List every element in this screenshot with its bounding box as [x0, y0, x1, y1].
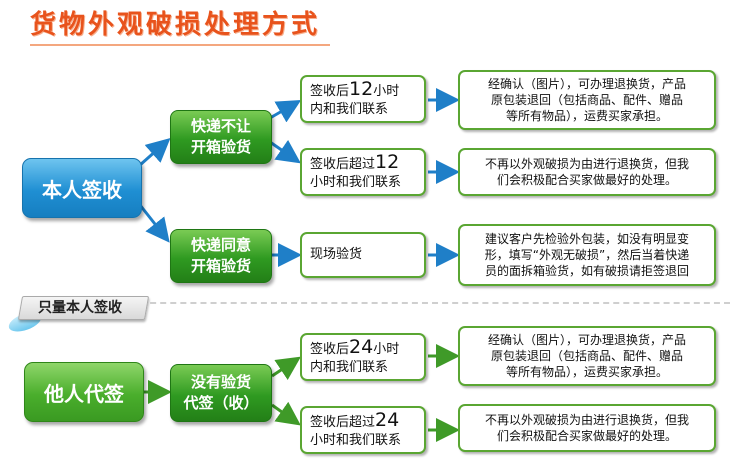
mid-c-line1: 没有验货: [190, 373, 251, 391]
mid-c-line2: 代签（收）: [183, 394, 259, 412]
cond1-post: 小时: [373, 83, 400, 99]
no-inspect-proxy-box: 没有验货 代签（收）: [170, 364, 272, 422]
self-sign-box: 本人签收: [22, 158, 142, 218]
arrow-c-to-c5: [271, 401, 301, 426]
condition-12h-over: 签收后超过12 小时和我们联系: [300, 148, 426, 196]
r1-line2: 原包装退回（包括商品、配件、赠品: [490, 93, 683, 107]
cond3-text: 现场验货: [310, 247, 363, 262]
r3-line2: 形，填写“外观无破损”，然后当着快递: [484, 248, 690, 262]
cond4-num: 24: [349, 335, 374, 358]
r4-line3: 等所有物品），运费买家承担。: [505, 365, 668, 379]
courier-no-inspect-box: 快递不让 开箱验货: [170, 110, 272, 164]
cond1-line2: 内和我们联系: [310, 101, 389, 117]
r3-line1: 建议客户先检验外包装，如没有明显变: [484, 232, 689, 246]
mid-b-line2: 开箱验货: [190, 257, 251, 275]
cond2-pre: 签收后超过: [310, 156, 376, 172]
cond2-num: 12: [375, 150, 400, 173]
r1-line1: 经确认（图片），可办理退换货，产品: [487, 77, 686, 91]
cond5-line2: 小时和我们联系: [310, 432, 402, 448]
r5-line1: 不再以外观破损为由进行退换货，但我: [484, 413, 689, 427]
cond4-pre: 签收后: [310, 341, 350, 357]
page-title: 货物外观破损处理方式: [30, 10, 321, 40]
arrow-a-to-c2: [269, 139, 301, 164]
arrow-self-to-b: [138, 204, 170, 243]
other-sign-box: 他人代签: [24, 362, 144, 422]
cond1-num: 12: [349, 77, 374, 100]
cond4-line2: 内和我们联系: [310, 359, 389, 375]
cond5-pre: 签收后超过: [310, 414, 376, 430]
condition-onsite-inspect: 现场验货: [300, 232, 426, 278]
cond2-line2: 小时和我们联系: [310, 174, 402, 190]
r5-line2: 们会积极配合买家做最好的处理。: [496, 429, 677, 443]
r3-line3: 员的面拆箱验货，如有破损请拒签退回: [484, 264, 689, 278]
r4-line1: 经确认（图片），可办理退换货，产品: [487, 333, 686, 347]
r1-line3: 等所有物品），运费买家承担。: [505, 109, 668, 123]
section-divider: [130, 302, 730, 304]
note-text: 只量本人签收: [38, 300, 122, 316]
courier-allow-inspect-box: 快递同意 开箱验货: [170, 229, 272, 283]
result-return-allowed-2: 经确认（图片），可办理退换货，产品原包装退回（包括商品、配件、赠品等所有物品），…: [458, 326, 716, 386]
r2-line2: 们会积极配合买家做最好的处理。: [496, 173, 677, 187]
cond1-pre: 签收后: [310, 83, 350, 99]
result-no-return-2: 不再以外观破损为由进行退换货，但我们会积极配合买家做最好的处理。: [458, 404, 716, 452]
arrow-self-to-a: [139, 138, 171, 167]
mid-a-line1: 快递不让: [190, 117, 251, 135]
cond4-post: 小时: [373, 341, 400, 357]
mid-a-line2: 开箱验货: [190, 138, 251, 156]
title-underline: [30, 44, 330, 46]
r2-line1: 不再以外观破损为由进行退换货，但我: [484, 157, 689, 171]
result-return-allowed-1: 经确认（图片），可办理退换货，产品原包装退回（包括商品、配件、赠品等所有物品），…: [458, 70, 716, 130]
condition-24h-over: 签收后超过24 小时和我们联系: [300, 406, 426, 454]
r4-line2: 原包装退回（包括商品、配件、赠品: [490, 349, 683, 363]
cond5-num: 24: [375, 408, 400, 431]
result-inspect-advice: 建议客户先检验外包装，如没有明显变形，填写“外观无破损”，然后当着快递员的面拆箱…: [458, 224, 716, 286]
arrow-a-to-c1: [269, 100, 302, 123]
result-no-return-1: 不再以外观破损为由进行退换货，但我们会积极配合买家做最好的处理。: [458, 148, 716, 196]
arrow-c-to-c4: [271, 356, 301, 380]
condition-24h-within: 签收后24小时 内和我们联系: [300, 333, 426, 381]
condition-12h-within: 签收后12小时 内和我们联系: [300, 75, 426, 123]
mid-b-line1: 快递同意: [190, 236, 251, 254]
